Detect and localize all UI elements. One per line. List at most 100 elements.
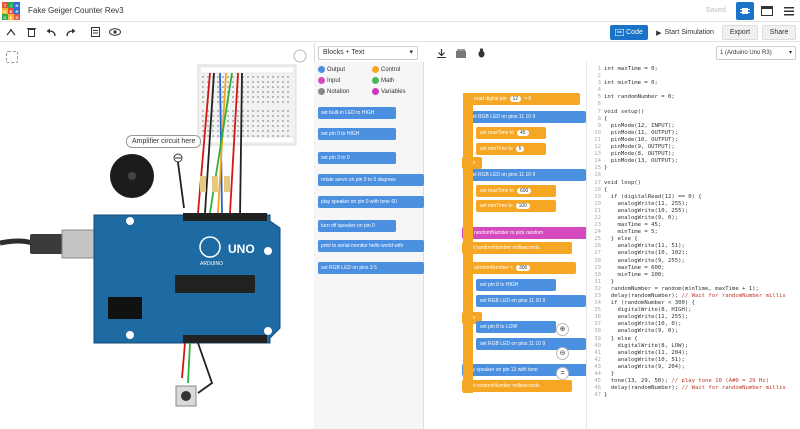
download-icon[interactable] [434,46,448,60]
code-line[interactable]: } [604,371,615,378]
code-line[interactable]: } else { [604,236,638,243]
code-line[interactable]: void loop() [604,179,642,186]
code-line[interactable]: digitalWrite(8, HIGH); [604,307,692,314]
code-line[interactable]: if (randomNumber < 300) { [604,300,695,307]
debugger-bug-icon[interactable] [474,46,488,60]
resistors[interactable] [200,176,230,192]
palette-block[interactable]: play speaker on pin 0 with tone 60 [318,196,424,208]
category-math[interactable]: Math [372,77,394,84]
code-line[interactable]: pinMode(9, OUTPUT); [604,144,675,151]
amplifier-annotation[interactable]: Amplifier circuit here [126,135,202,148]
circuit-view-icon[interactable] [736,2,754,20]
code-line[interactable]: analogWrite(11, 204); [604,349,689,356]
code-line[interactable] [604,101,786,108]
workspace-block[interactable]: set RGB LED on pins 11 10 9 [466,111,586,123]
code-line[interactable]: minTime = 100; [604,271,665,278]
code-line[interactable]: analogWrite(10, 51); [604,356,685,363]
workspace-block[interactable]: set randomNumber to pick random [462,227,587,239]
code-button[interactable]: Code [610,25,648,40]
block-value[interactable]: 300 [515,265,531,271]
code-line[interactable]: analogWrite(10, 0); [604,321,682,328]
workspace-block[interactable]: if randomNumber <300 [466,262,576,274]
palette-block[interactable]: set pin 0 to HIGH [318,128,396,140]
piezo-buzzer[interactable] [110,153,183,198]
share-button[interactable]: Share [762,25,796,40]
undo-icon[interactable] [44,25,58,39]
library-icon[interactable] [454,46,468,60]
code-line[interactable] [604,73,786,80]
code-line[interactable]: analogWrite(10, 102); [604,250,689,257]
code-line[interactable]: maxTime = 600; [604,264,665,271]
schematic-view-icon[interactable] [758,2,776,20]
palette-block[interactable]: print to serial monitor hello world with [318,240,424,252]
category-notation[interactable]: Notation [318,88,349,95]
code-line[interactable]: tone(13, 29, 50); // play tone 10 (A#0 =… [604,378,770,385]
code-line[interactable]: pinMode(10, OUTPUT); [604,136,679,143]
component-list-icon[interactable] [780,2,798,20]
code-line[interactable]: } [604,165,608,172]
category-control[interactable]: Control [372,66,400,73]
code-line[interactable]: pinMode(13, OUTPUT); [604,158,679,165]
start-simulation-button[interactable]: ▶ Start Simulation [654,25,716,40]
code-line[interactable]: pinMode(12, INPUT); [604,122,675,129]
palette-block[interactable]: set built-in LED to HIGH [318,107,396,119]
palette-block[interactable]: set pin 3 to 0 [318,152,396,164]
code-line[interactable]: pinMode(11, OUTPUT); [604,129,679,136]
block-value[interactable]: 600 [517,188,532,194]
code-line[interactable]: pinMode(8, OUTPUT); [604,151,675,158]
rotate-icon[interactable] [4,25,18,39]
redo-icon[interactable] [64,25,78,39]
code-line[interactable]: analogWrite(10, 255); [604,207,689,214]
code-line[interactable]: int minTime = 0; [604,80,658,87]
workspace-block[interactable]: set pin 8 to LOW [476,321,556,333]
code-line[interactable]: delay(randomNumber); // Wait for randomN… [604,293,786,299]
code-line[interactable]: } [604,392,608,399]
block-value[interactable]: 12 [509,96,522,102]
workspace-block[interactable]: set RGB LED on pins 11 10 9 [476,338,586,350]
block-value[interactable]: 45 [517,130,529,136]
category-output[interactable]: Output [318,66,345,73]
palette-block[interactable]: set RGB LED on pins 3 5 [318,262,424,274]
export-button[interactable]: Export [722,25,758,40]
code-line[interactable]: maxTime = 45; [604,222,662,229]
palette-block[interactable]: turn off speaker on pin 0 [318,220,396,232]
workspace-block[interactable]: wait randomNumber milliseconds [462,380,572,392]
design-title[interactable]: Fake Geiger Counter Rev3 [28,6,124,15]
code-line[interactable]: analogWrite(9, 0); [604,214,679,221]
code-line[interactable]: } else { [604,335,638,342]
workspace-block[interactable]: wait randomNumber milliseconds [462,242,572,254]
code-line[interactable]: if (digitalRead(12) == 0) { [604,193,702,200]
push-button[interactable] [175,385,197,407]
code-text[interactable]: int maxTime = 0; int minTime = 0; int ra… [604,66,786,399]
code-line[interactable]: } [604,278,615,285]
delete-icon[interactable] [24,25,38,39]
workspace-block[interactable]: set RGB LED on pins 11 10 9 [466,169,586,181]
arduino-uno-board[interactable]: UNO ARDUINO [93,213,281,344]
code-line[interactable]: digitalWrite(8, LOW); [604,342,689,349]
code-line[interactable]: analogWrite(9, 255); [604,257,685,264]
block-value[interactable]: 100 [515,203,530,209]
code-line[interactable] [604,172,786,179]
zoom-out-icon[interactable]: ⊖ [556,347,569,360]
code-line[interactable]: void setup() [604,108,645,115]
code-line[interactable]: minTime = 5; [604,229,658,236]
code-mode-select[interactable]: Blocks + Text ▾ [318,46,418,60]
code-line[interactable] [604,87,786,94]
category-variables[interactable]: Variables [372,88,406,95]
code-line[interactable]: analogWrite(11, 51); [604,243,685,250]
category-input[interactable]: Input [318,77,340,84]
code-line[interactable]: { [604,115,608,122]
palette-block[interactable]: rotate servo on pin 0 to 0 degrees [318,174,424,186]
code-line[interactable]: analogWrite(11, 255); [604,200,689,207]
fit-view-icon[interactable] [6,51,18,63]
code-line[interactable]: int randomNumber = 0; [604,94,675,101]
zoom-controls[interactable] [293,49,307,63]
code-line[interactable]: analogWrite(9, 204); [604,363,685,370]
code-line[interactable]: delay(randomNumber); // Wait for randomN… [604,385,786,392]
